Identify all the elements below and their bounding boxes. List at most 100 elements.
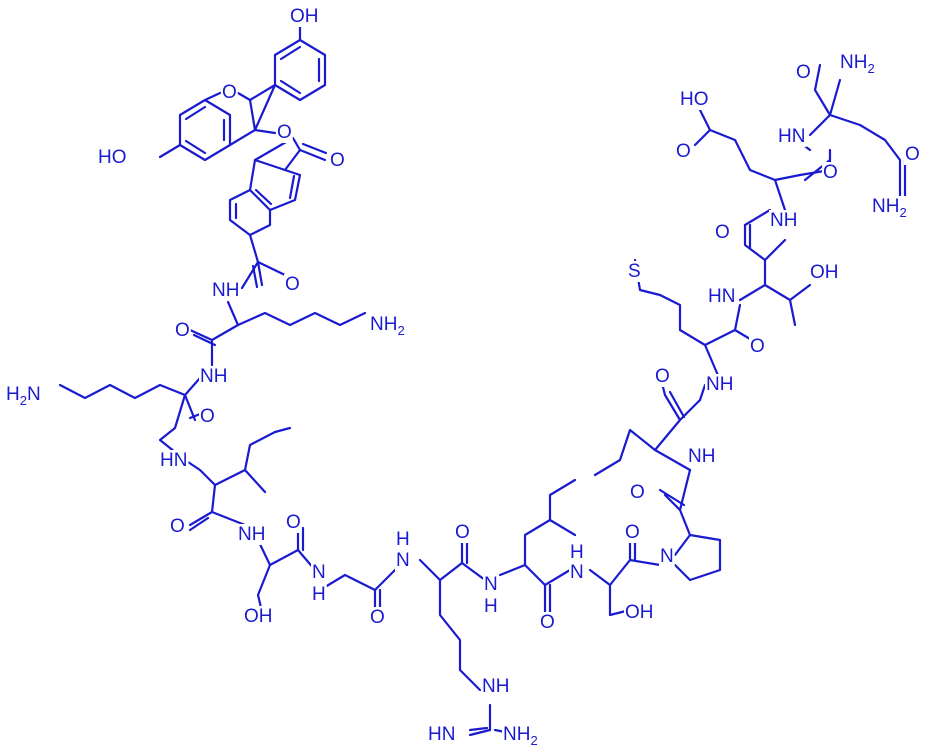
atom-label-bg (284, 274, 301, 295)
atom-label-bg (569, 562, 585, 583)
atom-label-o-ser1: O (286, 512, 301, 533)
atom-label-oh-ser1: OH (244, 606, 273, 627)
atom-label-bg (904, 144, 921, 165)
atom-label-h-gly: H (312, 584, 326, 605)
atom-label-n-pro: N (660, 546, 674, 567)
atom-label-bg (839, 52, 876, 76)
atom-label-h-ser2: H (570, 542, 584, 563)
atom-label-o-thr: O (715, 222, 730, 243)
atom-label-n-ser2: N (570, 562, 584, 583)
atom-label-nh2-arg: NH2 (503, 724, 538, 748)
atom-label-oh-ser2: OH (625, 602, 654, 623)
atom-label-bg (276, 122, 293, 143)
atom-label-bg (221, 82, 238, 103)
atom-label-bg (659, 546, 675, 567)
atom-label-bg (679, 89, 710, 110)
atom-label-bg (285, 512, 302, 533)
atom-label-ho-left: HO (98, 147, 127, 168)
atom-label-bg (539, 612, 556, 633)
atom-label-o-ile2: O (655, 366, 670, 387)
atom-label-o-met: O (750, 336, 765, 357)
atom-label-bg (627, 261, 642, 282)
atom-label-bg (97, 147, 128, 168)
atom-label-nh-arg-side: NH (482, 676, 509, 697)
atom-label-bg (569, 542, 585, 563)
atom-label-o-arg: O (455, 522, 470, 543)
atom-label-bg (871, 196, 908, 220)
atom-label-n-leu: N (484, 574, 498, 595)
atom-label-bg (211, 280, 241, 301)
atom-label-bg (311, 584, 327, 605)
atom-label-o-ser2: O (625, 522, 640, 543)
atom-label-bg (369, 314, 406, 338)
atom-label-nh-ile2: NH (688, 446, 715, 467)
atom-label-bg (822, 162, 839, 183)
atom-label-bg (624, 522, 641, 543)
atom-label-hn-gln: HN (778, 126, 805, 147)
atom-label-h2n-lys2: H2N (6, 384, 41, 408)
atom-label-bg (454, 522, 471, 543)
atom-label-s-met: S (628, 261, 641, 282)
atom-label-oh-top: OH (290, 6, 319, 27)
atom-label-bg (629, 482, 646, 503)
atom-label-bg (289, 6, 320, 27)
atom-label-bg (705, 374, 735, 395)
atom-label-o-leu: O (540, 612, 555, 633)
atom-label-bg (199, 366, 229, 387)
atom-label-bg (369, 607, 386, 628)
atom-label-nh-lys2: NH (200, 366, 227, 387)
atom-label-o-glu: O (823, 162, 838, 183)
atom-label-bg (483, 596, 499, 617)
atom-label-bg (481, 676, 511, 697)
atom-label-o-gln-amide: O (905, 144, 920, 165)
atom-label-o-glu-acid: O (676, 141, 691, 162)
atom-label-nh-fl: NH (212, 280, 239, 301)
atom-label-oh-thr: OH (810, 262, 839, 283)
atom-label-o-lactone: O (277, 122, 292, 143)
atom-label-bg (169, 516, 186, 537)
atom-label-n-gly: N (312, 562, 326, 583)
atom-label-bg (311, 562, 327, 583)
atom-label-o-lactone-co: O (330, 150, 345, 171)
atom-label-nh-ser1: NH (238, 524, 265, 545)
atom-label-o-gln-top: O (796, 62, 811, 83)
atom-label-bg (395, 529, 411, 550)
atom-label-o-gly: O (370, 607, 385, 628)
atom-label-bg (237, 524, 267, 545)
atom-label-h-leu: H (484, 596, 498, 617)
atom-label-bg (707, 286, 737, 307)
atom-label-hn-ile1: HN (160, 450, 187, 471)
atom-label-bg (654, 366, 671, 387)
atom-label-bg (427, 724, 457, 745)
atom-label-o-pro: O (630, 482, 645, 503)
atom-label-bg (769, 210, 799, 231)
atom-label-bg (675, 141, 692, 162)
atom-label-bg (687, 446, 717, 467)
atom-label-bg (749, 336, 766, 357)
atom-label-o-lys2: O (200, 406, 215, 427)
atom-label-nh2-gln-top: NH2 (840, 52, 875, 76)
atom-label-nh-met: NH (706, 374, 733, 395)
atom-label-o-xanthene: O (222, 82, 237, 103)
atom-label-bg (159, 450, 189, 471)
atom-label-bg (809, 262, 840, 283)
atom-label-bg (395, 550, 411, 571)
atom-label-bg (624, 602, 655, 623)
atom-label-nh2-lys1: NH2 (370, 314, 405, 338)
bond-layer (58, 20, 907, 737)
atom-label-o-ile1: O (170, 516, 185, 537)
atom-label-bg (483, 574, 499, 595)
atom-label-nh-glu: NH (770, 210, 797, 231)
atom-label-bg (5, 384, 42, 408)
atom-label-h-arg: H (396, 529, 410, 550)
atom-label-bg (777, 126, 807, 147)
atom-label-o-amide-fl: O (285, 274, 300, 295)
atom-label-hn-arg: HN (428, 724, 455, 745)
atom-label-nh2-gln-side: NH2 (872, 196, 907, 220)
atom-label-bg (714, 222, 731, 243)
atom-label-n-arg: N (396, 550, 410, 571)
atom-label-o-lys1: O (175, 320, 190, 341)
